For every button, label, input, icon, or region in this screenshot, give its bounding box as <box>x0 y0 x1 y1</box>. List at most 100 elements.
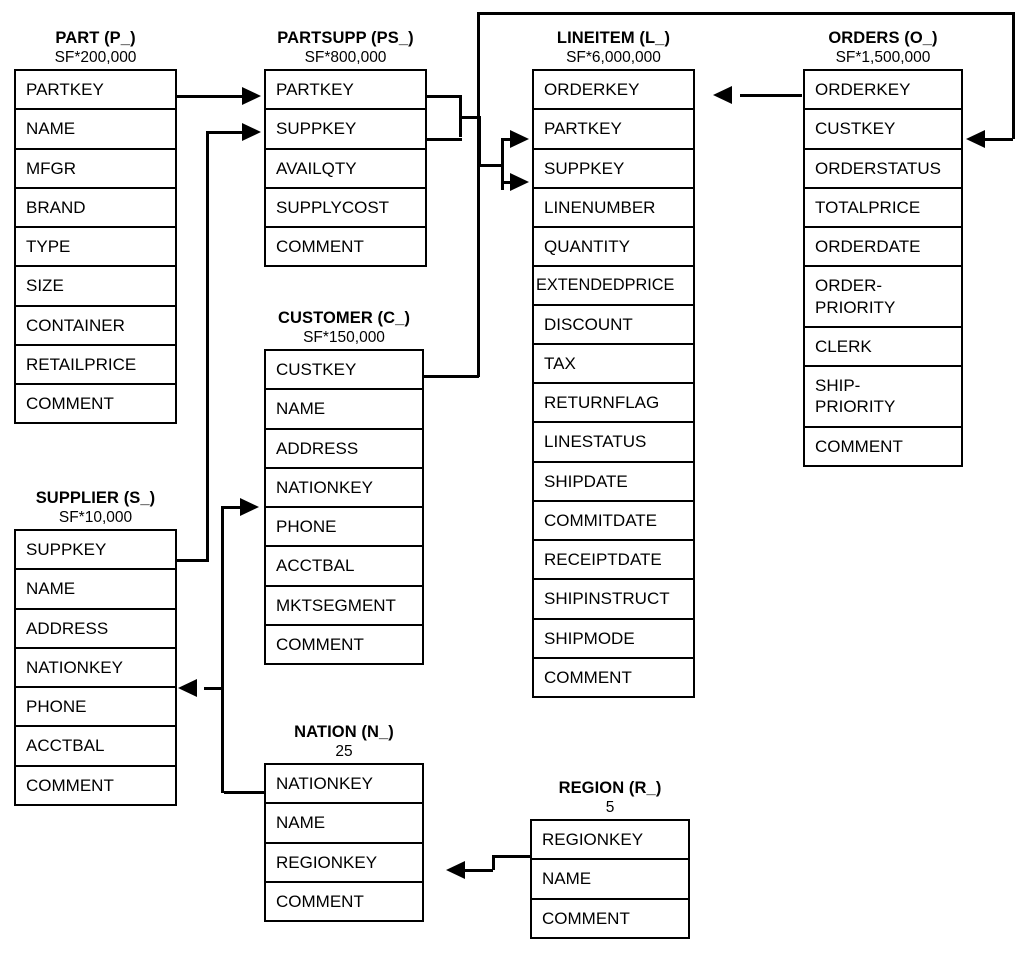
field-region-comment: COMMENT <box>532 899 688 937</box>
entity-region: REGION (R_) 5 REGIONKEY NAME COMMENT <box>530 778 690 939</box>
field-supplier-nationkey: NATIONKEY <box>16 648 175 688</box>
field-customer-phone: PHONE <box>266 508 422 548</box>
field-customer-name: NAME <box>266 390 422 430</box>
field-lineitem-quantity: QUANTITY <box>534 228 693 268</box>
entity-customer: CUSTOMER (C_) SF*150,000 CUSTKEY NAME AD… <box>264 308 424 665</box>
field-part-brand: BRAND <box>16 188 175 228</box>
connector-region-regionkey-out <box>493 855 531 858</box>
connector-region-regionkey-v <box>492 855 495 870</box>
connector-nation-to-supplier-h <box>204 687 223 690</box>
field-nation-nationkey: NATIONKEY <box>266 765 422 805</box>
field-orders-comment: COMMENT <box>805 427 961 465</box>
field-orders-orderkey: ORDERKEY <box>805 71 961 111</box>
entity-lineitem-fields: ORDERKEY PARTKEY SUPPKEY LINENUMBER QUAN… <box>532 69 695 699</box>
connector-customer-custkey-h2 <box>985 138 1013 141</box>
connector-partsupp-to-lineitem-h <box>478 164 504 167</box>
field-nation-name: NAME <box>266 804 422 844</box>
entity-supplier-cardinality: SF*10,000 <box>58 509 133 526</box>
field-customer-comment: COMMENT <box>266 625 422 663</box>
connector-customer-custkey-v-up <box>477 12 480 377</box>
entity-nation: NATION (N_) 25 NATIONKEY NAME REGIONKEY … <box>264 722 424 922</box>
entity-nation-title: NATION (N_) <box>294 723 394 741</box>
arrowhead-lineitem-suppkey <box>510 173 529 191</box>
field-orders-clerk: CLERK <box>805 327 961 367</box>
entity-partsupp-title: PARTSUPP (PS_) <box>277 29 414 47</box>
entity-nation-cardinality: 25 <box>335 743 353 760</box>
field-nation-regionkey: REGIONKEY <box>266 843 422 883</box>
connector-partsupp-suppkey-out <box>427 138 462 141</box>
entity-supplier-fields: SUPPKEY NAME ADDRESS NATIONKEY PHONE ACC… <box>14 529 177 806</box>
entity-customer-cardinality: SF*150,000 <box>303 329 385 346</box>
field-lineitem-tax: TAX <box>534 344 693 385</box>
connector-region-to-nation-h <box>465 869 493 872</box>
field-region-regionkey: REGIONKEY <box>532 821 688 861</box>
field-lineitem-shipmode: SHIPMODE <box>534 619 693 659</box>
entity-region-fields: REGIONKEY NAME COMMENT <box>530 819 690 939</box>
field-partsupp-comment: COMMENT <box>266 228 425 266</box>
entity-orders: ORDERS (O_) SF*1,500,000 ORDERKEY CUSTKE… <box>803 28 963 467</box>
connector-orders-to-lineitem <box>740 94 802 97</box>
arrowhead-orders-custkey <box>966 130 985 148</box>
field-customer-acctbal: ACCTBAL <box>266 547 422 587</box>
field-lineitem-orderkey: ORDERKEY <box>534 71 693 111</box>
field-lineitem-shipinstruct: SHIPINSTRUCT <box>534 580 693 620</box>
entity-lineitem: LINEITEM (L_) SF*6,000,000 ORDERKEY PART… <box>532 28 695 699</box>
field-lineitem-linenumber: LINENUMBER <box>534 188 693 228</box>
entity-customer-fields: CUSTKEY NAME ADDRESS NATIONKEY PHONE ACC… <box>264 349 424 665</box>
arrowhead-partsupp-suppkey <box>242 123 261 141</box>
connector-customer-custkey-top <box>477 12 1014 15</box>
field-region-name: NAME <box>532 860 688 900</box>
entity-partsupp: PARTSUPP (PS_) SF*800,000 PARTKEY SUPPKE… <box>264 28 427 268</box>
arrowhead-lineitem-orderkey <box>713 86 732 104</box>
field-partsupp-suppkey: SUPPKEY <box>266 110 425 150</box>
field-part-size: SIZE <box>16 267 175 307</box>
field-part-name: NAME <box>16 110 175 150</box>
field-part-type: TYPE <box>16 228 175 268</box>
field-supplier-name: NAME <box>16 570 175 610</box>
connector-nation-to-customer-h <box>221 506 242 509</box>
field-orders-orderdate: ORDERDATE <box>805 228 961 268</box>
entity-nation-fields: NATIONKEY NAME REGIONKEY COMMENT <box>264 763 424 922</box>
connector-lineitem-branch-v <box>501 138 504 190</box>
field-lineitem-linestatus: LINESTATUS <box>534 423 693 463</box>
entity-partsupp-cardinality: SF*800,000 <box>304 49 387 66</box>
entity-orders-fields: ORDERKEY CUSTKEY ORDERSTATUS TOTALPRICE … <box>803 69 963 467</box>
field-orders-shippriority: SHIP- PRIORITY <box>805 367 961 428</box>
field-nation-comment: COMMENT <box>266 882 422 920</box>
field-supplier-suppkey: SUPPKEY <box>16 531 175 571</box>
entity-supplier-title: SUPPLIER (S_) <box>35 489 156 507</box>
arrowhead-lineitem-partkey <box>510 130 529 148</box>
connector-part-to-partsupp <box>177 95 242 98</box>
connector-customer-custkey-h1 <box>424 375 479 378</box>
field-lineitem-partkey: PARTKEY <box>534 110 693 150</box>
field-partsupp-partkey: PARTKEY <box>266 71 425 111</box>
arrowhead-customer-nationkey <box>240 498 259 516</box>
field-partsupp-availqty: AVAILQTY <box>266 149 425 189</box>
field-orders-orderpriority: ORDER- PRIORITY <box>805 267 961 328</box>
entity-part-fields: PARTKEY NAME MFGR BRAND TYPE SIZE CONTAI… <box>14 69 177 425</box>
connector-partsupp-merge-h <box>459 116 481 119</box>
entity-region-title: REGION (R_) <box>558 779 662 797</box>
field-supplier-address: ADDRESS <box>16 609 175 649</box>
field-orders-orderstatus: ORDERSTATUS <box>805 149 961 189</box>
entity-part: PART (P_) SF*200,000 PARTKEY NAME MFGR B… <box>14 28 177 425</box>
field-lineitem-returnflag: RETURNFLAG <box>534 384 693 424</box>
field-lineitem-discount: DISCOUNT <box>534 305 693 345</box>
field-lineitem-commitdate: COMMITDATE <box>534 501 693 542</box>
field-lineitem-receiptdate: RECEIPTDATE <box>534 541 693 581</box>
field-part-partkey: PARTKEY <box>16 71 175 111</box>
connector-nation-nationkey-out <box>224 791 266 794</box>
field-customer-mktsegment: MKTSEGMENT <box>266 586 422 626</box>
entity-lineitem-title: LINEITEM (L_) <box>556 29 671 47</box>
entity-part-cardinality: SF*200,000 <box>54 49 137 66</box>
field-part-retailprice: RETAILPRICE <box>16 345 175 385</box>
field-part-mfgr: MFGR <box>16 149 175 189</box>
field-partsupp-supplycost: SUPPLYCOST <box>266 188 425 228</box>
field-supplier-acctbal: ACCTBAL <box>16 727 175 767</box>
entity-orders-cardinality: SF*1,500,000 <box>835 49 931 66</box>
entity-region-cardinality: 5 <box>605 799 615 816</box>
connector-customer-custkey-v-down <box>1012 12 1015 139</box>
arrowhead-partsupp-partkey <box>242 87 261 105</box>
connector-supplier-suppkey-h2 <box>206 131 242 134</box>
